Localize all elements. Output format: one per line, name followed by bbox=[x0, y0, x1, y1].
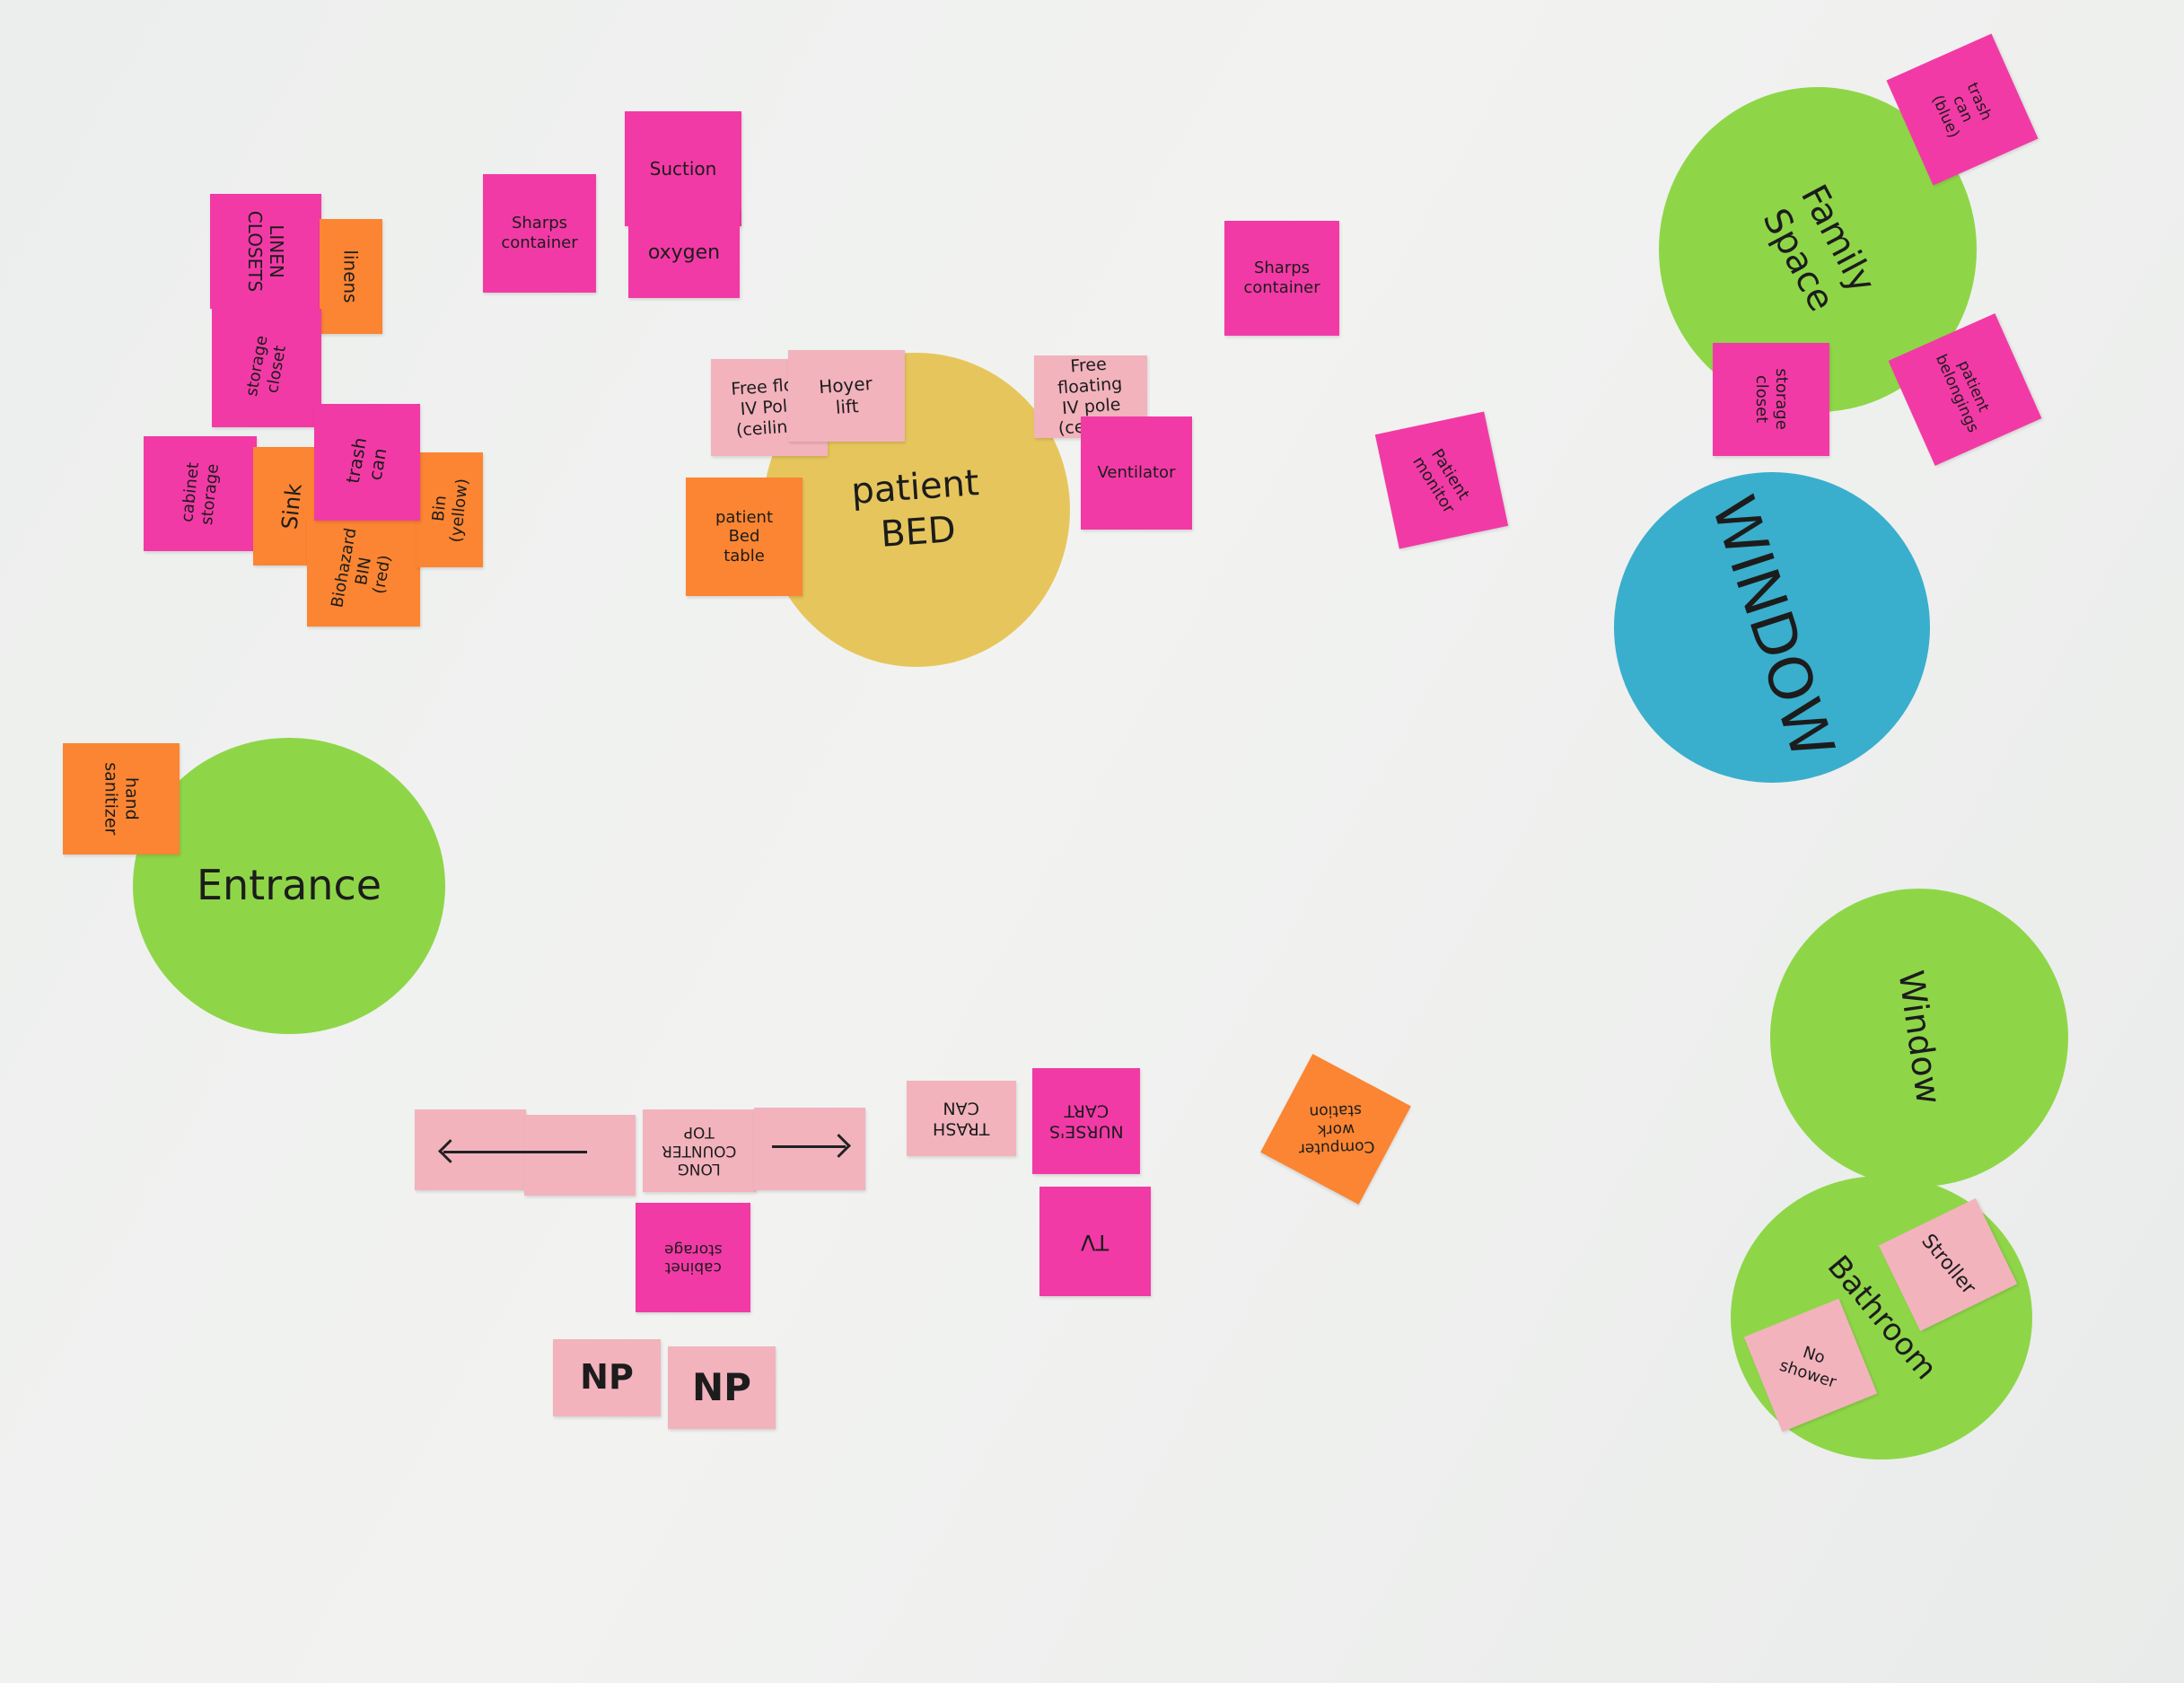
window-circle-green: Window bbox=[1770, 889, 2068, 1187]
storage-closet-left-label: storage closet bbox=[241, 334, 290, 399]
trash-can-bottom-label: TRASH CAN bbox=[933, 1099, 990, 1139]
nurses-cart-label: NURSE'S CART bbox=[1048, 1101, 1124, 1142]
stroller-label: Stroller bbox=[1916, 1230, 1980, 1300]
linens-note: linens bbox=[320, 219, 382, 334]
storage-closet-right-note: storage closet bbox=[1713, 343, 1829, 456]
window-circle-blue: WINDOW bbox=[1614, 472, 1930, 783]
np-label-2: NP bbox=[692, 1364, 751, 1409]
storage-closet-right-label: storage closet bbox=[1751, 368, 1791, 431]
trash-can-blue-label: trash can (blue) bbox=[1928, 80, 1995, 142]
hand-sanitizer-note: hand sanitizer bbox=[63, 743, 180, 855]
bin-yellow-note: Bin (yellow) bbox=[417, 452, 483, 567]
long-counter-top-note: LONG COUNTER TOP bbox=[643, 1109, 756, 1192]
ventilator-label: Ventilator bbox=[1097, 463, 1176, 483]
bin-yellow-label: Bin (yellow) bbox=[429, 478, 472, 544]
cabinet-storage-left-label: cabinet storage bbox=[178, 461, 223, 527]
linen-closets-label: LINEN CLOSETS bbox=[243, 210, 287, 293]
computer-work-station-note: Computer work station bbox=[1260, 1054, 1411, 1205]
family-space-label: Family Space bbox=[1754, 178, 1883, 319]
sharps-container-left-note: Sharps container bbox=[483, 174, 596, 293]
sharps-container-right-label: Sharps container bbox=[1243, 259, 1320, 297]
suction-note: Suction bbox=[625, 111, 741, 226]
patient-monitor-note: Patient monitor bbox=[1374, 411, 1509, 549]
long-counter-top-label: LONG COUNTER TOP bbox=[662, 1123, 737, 1179]
biohazard-bin-note: Biohazard BIN (red) bbox=[307, 515, 420, 627]
trash-can-left-note: trash can bbox=[314, 404, 420, 521]
hoyer-lift-label: Hoyer lift bbox=[818, 372, 873, 418]
tv-note: TV bbox=[1039, 1187, 1151, 1296]
no-shower-label: No shower bbox=[1776, 1343, 1838, 1393]
oxygen-note: oxygen bbox=[628, 208, 740, 298]
sharps-container-left-label: Sharps container bbox=[501, 214, 578, 252]
computer-work-station-label: Computer work station bbox=[1298, 1100, 1375, 1159]
nurses-cart-note: NURSE'S CART bbox=[1032, 1068, 1140, 1174]
patient-bed-label: patient BED bbox=[849, 462, 980, 556]
biohazard-bin-label: Biohazard BIN (red) bbox=[328, 526, 396, 609]
tv-label: TV bbox=[1081, 1229, 1110, 1255]
suction-label: Suction bbox=[649, 158, 717, 180]
window-blue-label: WINDOW bbox=[1697, 487, 1848, 767]
np-note-1: NP bbox=[553, 1339, 661, 1416]
hoyer-lift-note: Hoyer lift bbox=[788, 350, 905, 442]
window-green-label: Window bbox=[1890, 968, 1949, 1108]
cabinet-storage-left-note: cabinet storage bbox=[144, 436, 257, 551]
cabinet-storage-bottom-label: cabinet storage bbox=[663, 1240, 723, 1276]
trash-can-left-label: trash can bbox=[341, 435, 391, 486]
entrance-label: Entrance bbox=[196, 861, 382, 910]
np-note-2: NP bbox=[668, 1346, 776, 1429]
ventilator-note: Ventilator bbox=[1081, 416, 1192, 530]
storage-closet-left-note: storage closet bbox=[212, 309, 321, 427]
trash-can-bottom-note: TRASH CAN bbox=[907, 1081, 1016, 1156]
cabinet-storage-bottom-note: cabinet storage bbox=[636, 1203, 750, 1312]
sharps-container-right-note: Sharps container bbox=[1224, 221, 1339, 336]
patient-monitor-label: Patient monitor bbox=[1408, 445, 1473, 517]
linens-label: linens bbox=[340, 250, 363, 303]
hand-sanitizer-label: hand sanitizer bbox=[101, 762, 142, 836]
counter-segment-2 bbox=[443, 1115, 636, 1196]
sink-label: Sink bbox=[277, 482, 308, 530]
right-arrow-icon bbox=[772, 1145, 846, 1148]
patient-belongings-label: patient belongings bbox=[1931, 351, 1993, 435]
oxygen-label: oxygen bbox=[647, 241, 721, 264]
linen-closets-note: LINEN CLOSETS bbox=[210, 194, 321, 309]
patient-bed-table-note: patient Bed table bbox=[686, 478, 803, 596]
patient-bed-table-label: patient Bed table bbox=[715, 507, 774, 565]
counter-segment-4 bbox=[754, 1108, 865, 1190]
counter-segment-1 bbox=[415, 1109, 526, 1190]
np-label-1: NP bbox=[580, 1357, 634, 1398]
entrance-circle: Entrance bbox=[133, 738, 445, 1034]
left-arrow-icon bbox=[443, 1151, 587, 1153]
